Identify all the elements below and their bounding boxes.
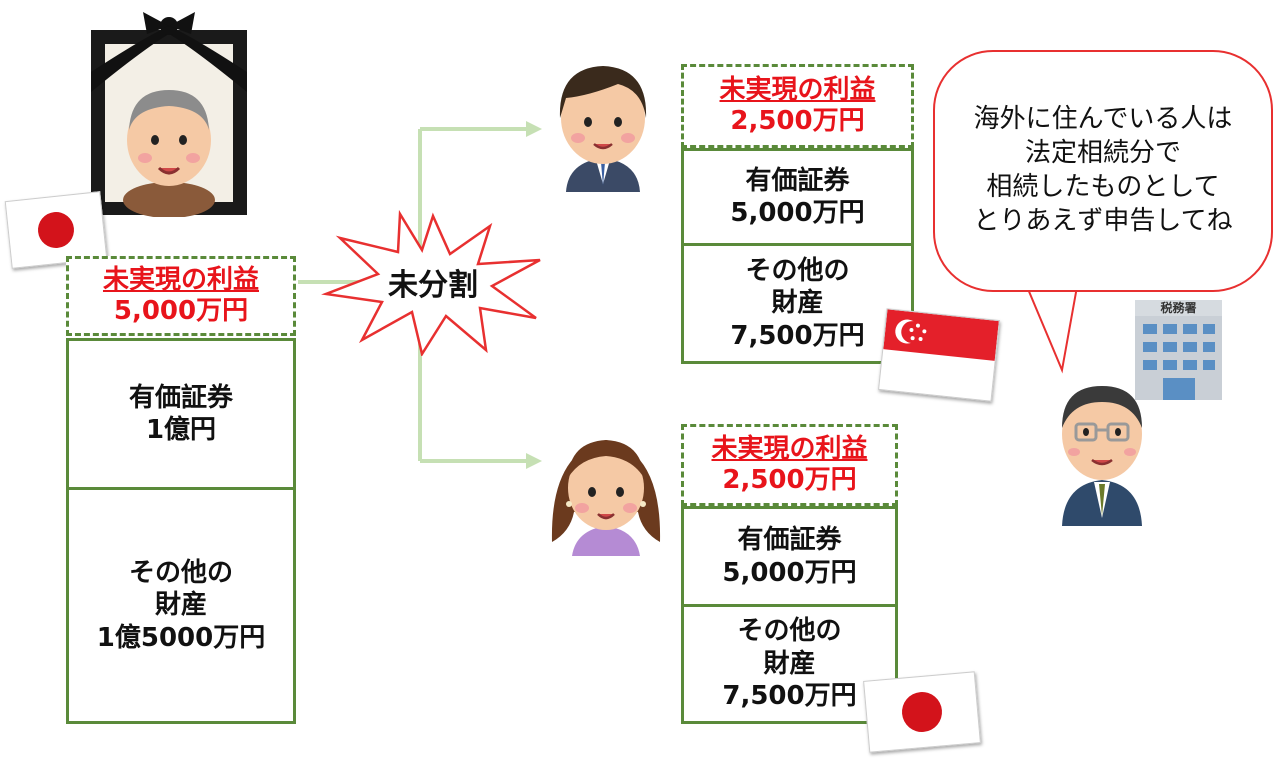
- undivided-label: 未分割: [388, 268, 478, 303]
- tax-official-icon: [1046, 368, 1158, 526]
- undivided-burst: 未分割: [318, 208, 548, 358]
- securities-amount: 1億円: [145, 415, 217, 445]
- unrealized-label: 未実現の利益: [102, 264, 259, 295]
- other-amount: 7,500万円: [722, 681, 857, 712]
- other-amount: 7,500万円: [730, 320, 865, 351]
- memorial-portrait-icon: [85, 12, 253, 218]
- securities-amount: 5,000万円: [730, 198, 865, 228]
- other-amount: 1億5000万円: [96, 622, 266, 653]
- japan-flag-icon: [4, 191, 108, 269]
- securities-label: 有価証券: [737, 525, 842, 555]
- other-line2: 財産: [763, 648, 816, 679]
- speech-line2: 法定相続分で: [1024, 138, 1181, 169]
- securities-label: 有価証券: [128, 382, 233, 413]
- daughter-icon: [542, 412, 670, 556]
- tax-office-sign: 税務署: [1160, 301, 1197, 315]
- unrealized-amount: 2,500万円: [722, 465, 857, 495]
- deceased-unrealized-gain: 未実現の利益 5,000万円: [66, 256, 296, 336]
- son-other-assets: その他の 財産 7,500万円: [681, 243, 914, 364]
- daughter-unrealized-gain: 未実現の利益 2,500万円: [681, 424, 898, 506]
- speech-line1: 海外に住んでいる人は: [973, 104, 1233, 135]
- other-line1: その他の: [737, 616, 842, 647]
- unrealized-amount: 2,500万円: [730, 106, 865, 136]
- deceased-securities: 有価証券 1億円: [66, 338, 296, 490]
- speech-bubble-tail: [1018, 270, 1082, 374]
- unrealized-amount: 5,000万円: [113, 296, 249, 326]
- son-unrealized-gain: 未実現の利益 2,500万円: [681, 64, 914, 148]
- unrealized-label: 未実現の利益: [711, 433, 868, 464]
- daughter-securities: 有価証券 5,000万円: [681, 506, 898, 607]
- securities-label: 有価証券: [745, 165, 850, 196]
- unrealized-label: 未実現の利益: [719, 74, 876, 105]
- deceased-other-assets: その他の 財産 1億5000万円: [66, 487, 296, 724]
- speech-line3: 相続したものとして: [986, 172, 1220, 202]
- speech-line4: とりあえず申告してね: [973, 205, 1233, 236]
- bubble-seam: [1022, 282, 1076, 290]
- japan-flag-icon: [863, 671, 981, 753]
- tax-office-building-icon: 税務署: [1131, 300, 1226, 400]
- speech-bubble: 海外に住んでいる人は 法定相続分で 相続したものとして とりあえず申告してね: [933, 50, 1273, 292]
- daughter-other-assets: その他の 財産 7,500万円: [681, 604, 898, 724]
- other-line1: その他の: [745, 255, 850, 286]
- son-securities: 有価証券 5,000万円: [681, 148, 914, 246]
- other-line2: 財産: [154, 590, 207, 621]
- securities-amount: 5,000万円: [722, 557, 857, 588]
- other-line2: 財産: [771, 288, 824, 319]
- son-icon: [548, 44, 658, 192]
- singapore-flag-icon: [878, 308, 1000, 402]
- other-line1: その他の: [128, 557, 233, 588]
